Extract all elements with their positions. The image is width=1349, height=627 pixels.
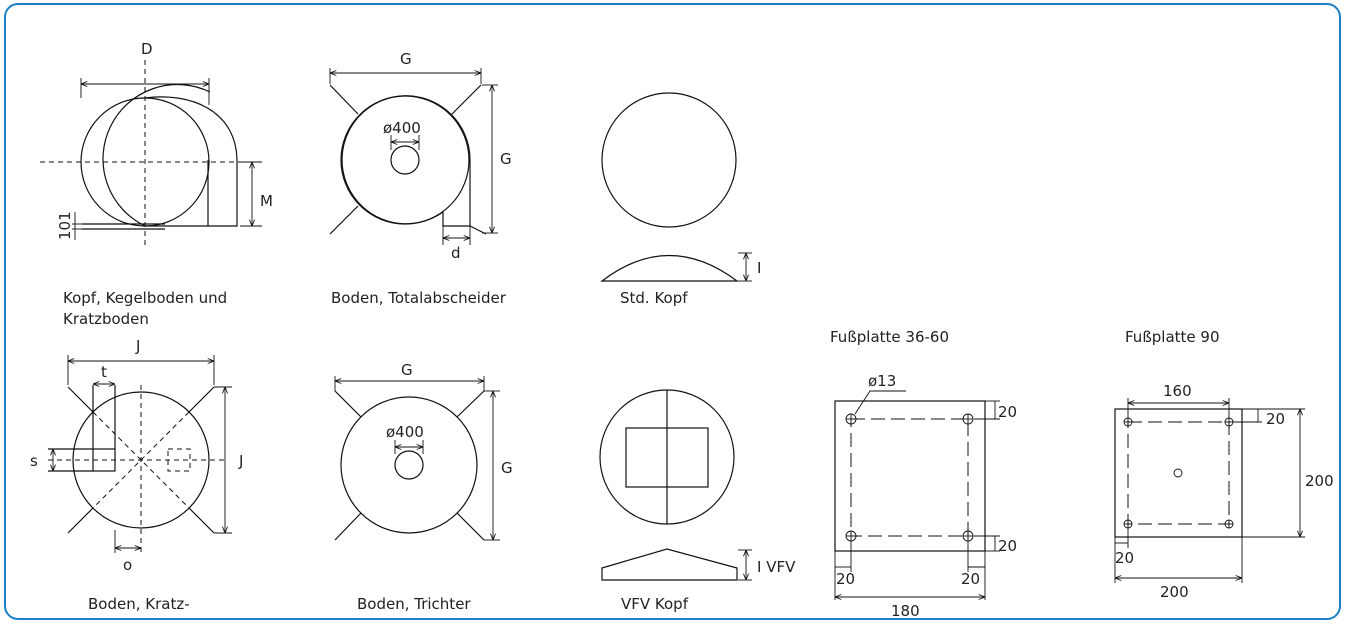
label-20-left: 20 [1115,549,1134,567]
view-boden-trichter: G G ø400 Boden, Trichter [334,361,513,613]
label-20-top: 20 [1266,410,1285,428]
view-kopf-kegelboden: D M 101 Kopf, Kegelboden und Kratzboden [40,40,273,328]
label-dia: ø400 [383,119,421,137]
caption-kopf-kegelboden-1: Kopf, Kegelboden und [63,289,227,307]
caption-kopf-kegelboden-2: Kratzboden [63,310,149,328]
hole-pattern [850,418,969,537]
drawing-frame [4,3,1341,620]
scraper-opening-dashed [167,448,191,472]
trichter-outlet [394,450,424,480]
label-200-bottom: 200 [1160,583,1189,601]
label-I: I [757,259,761,277]
mount-holes [845,413,974,542]
label-160: 160 [1163,382,1192,400]
std-kopf-circle [601,92,737,228]
caption-fussplatte-90: Fußplatte 90 [1125,328,1220,346]
view-vfv-kopf: I VFV VFV Kopf [599,389,796,613]
label-D: D [141,40,153,58]
label-G-top: G [401,361,413,379]
vfv-profile [601,548,738,581]
label-I-VFV: I VFV [757,558,796,576]
center-hole [1173,468,1183,478]
scroll-outlet [144,96,238,227]
label-G-side: G [501,459,513,477]
hole-pattern-90 [1127,421,1230,525]
label-left: 20 [836,570,855,588]
plate-36-60 [834,400,986,552]
caption-boden-totalabscheider: Boden, Totalabscheider [331,289,507,307]
caption-std-kopf: Std. Kopf [620,289,688,307]
label-J-side: J [238,452,243,470]
caption-boden-kratz: Boden, Kratz- [88,595,190,613]
kratz-circle [72,391,210,529]
leg [329,84,359,115]
label-dia: ø400 [386,423,424,441]
label-G-top: G [400,50,412,68]
label-s: s [30,452,38,470]
label-d: d [451,244,461,262]
label-J-top: J [135,337,140,355]
std-kopf-profile [600,255,739,282]
label-o: o [123,556,132,574]
view-fussplatte-36-60: Fußplatte 36-60 ø13 20 20 20 20 1 [830,328,1017,620]
leader-dia [854,390,906,415]
outlet-circle [390,145,420,175]
bottom-circle [340,95,470,225]
label-right: 20 [961,570,980,588]
leg [451,84,482,115]
label-G-side: G [500,150,512,168]
caption-boden-trichter: Boden, Trichter [357,595,471,613]
view-fussplatte-90: Fußplatte 90 160 20 200 20 200 [1114,328,1334,601]
scroll-body [102,83,211,227]
trichter-circle [340,396,478,534]
view-std-kopf: I Std. Kopf [600,92,761,307]
scraper-opening [92,448,116,472]
label-width: 180 [891,602,920,620]
label-M: M [260,192,273,210]
label-bottom: 20 [998,537,1017,555]
caption-vfv-kopf: VFV Kopf [621,595,689,613]
caption-fussplatte-36-60: Fußplatte 36-60 [830,328,949,346]
bottom-outline [341,95,471,227]
label-200-side: 200 [1305,472,1334,490]
vfv-hatch [625,427,709,488]
label-t: t [101,363,107,381]
view-boden-totalabscheider: G G ø400 d Boden, Totalabscheider [329,50,512,307]
leg [329,205,359,235]
mount-holes-90 [1123,417,1234,529]
label-hole: ø13 [868,372,896,390]
view-boden-kratz: J t J s o Boden, Kratz- [30,337,243,613]
plate-90 [1114,408,1243,538]
label-101: 101 [56,211,74,240]
label-top: 20 [998,403,1017,421]
